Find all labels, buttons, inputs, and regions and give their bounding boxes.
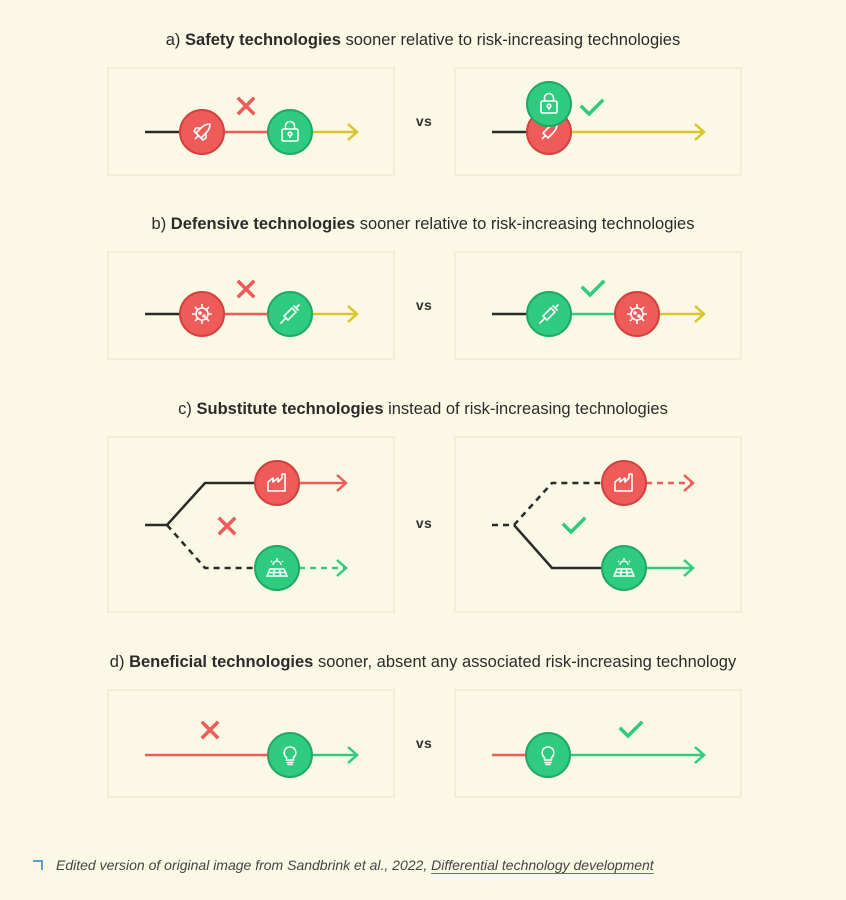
lightbulb-icon [267,732,313,778]
panel-c-right [454,436,742,613]
check-mark-icon [580,279,606,298]
branch-solid [145,481,255,527]
panel-a-left [107,67,395,176]
check-mark-icon [561,516,587,535]
section-b-title: b) Defensive technologies sooner relativ… [151,215,695,233]
caption-corner-icon [33,860,43,870]
factory-icon [254,460,300,506]
arrow-head [336,474,348,492]
diagram-a-left [145,96,359,155]
arrow-head [347,123,359,141]
arrow-head [694,305,706,323]
image-caption: Edited version of original image from Sa… [56,857,654,873]
diagram-b-left [145,279,359,337]
diagram-b-right [492,279,706,337]
cross-mark-icon [217,516,237,536]
arrow-head [694,123,706,141]
solar-panel-icon [254,545,300,591]
arrow-head [347,746,359,764]
panel-d-right [454,689,742,798]
panel-a-right [454,67,742,176]
cross-mark-icon [236,96,256,116]
section-a-title: a) Safety technologies sooner relative t… [165,31,681,49]
rocket-icon [179,109,225,155]
panel-c-left [107,436,395,613]
panel-d-left [107,689,395,798]
panel-b-left [107,251,395,360]
section-d-title: d) Beneficial technologies sooner, absen… [109,653,737,671]
panel-b-right [454,251,742,360]
cross-mark-icon [236,279,256,299]
branch-dashed [492,481,602,527]
diagram-c-right [492,460,695,591]
check-mark-icon [579,98,605,117]
diagram-a-right [492,81,706,155]
vs-label-d: vs [415,735,433,751]
lock-icon [267,109,313,155]
virus-icon [179,291,225,337]
arrow-head [683,559,695,577]
cross-mark-icon [200,720,220,740]
section-c-title: c) Substitute technologies instead of ri… [178,400,668,418]
lightbulb-icon [525,732,571,778]
diagram-d-left [145,720,359,778]
syringe-icon [526,291,572,337]
arrow-head [694,746,706,764]
branch-dashed [166,524,255,570]
arrow-head [347,305,359,323]
solar-panel-icon [601,545,647,591]
vs-label-b: vs [415,297,433,313]
syringe-icon [267,291,313,337]
vs-label-a: vs [415,113,433,129]
check-mark-icon [618,720,644,739]
factory-icon [601,460,647,506]
arrow-head [336,559,348,577]
lock-icon [526,81,572,127]
branch-solid [513,524,602,570]
diagram-d-right [492,720,706,778]
vs-label-c: vs [415,515,433,531]
diagram-c-left [145,460,348,591]
virus-icon [614,291,660,337]
arrow-head [683,474,695,492]
source-link[interactable]: Differential technology development [431,857,654,873]
